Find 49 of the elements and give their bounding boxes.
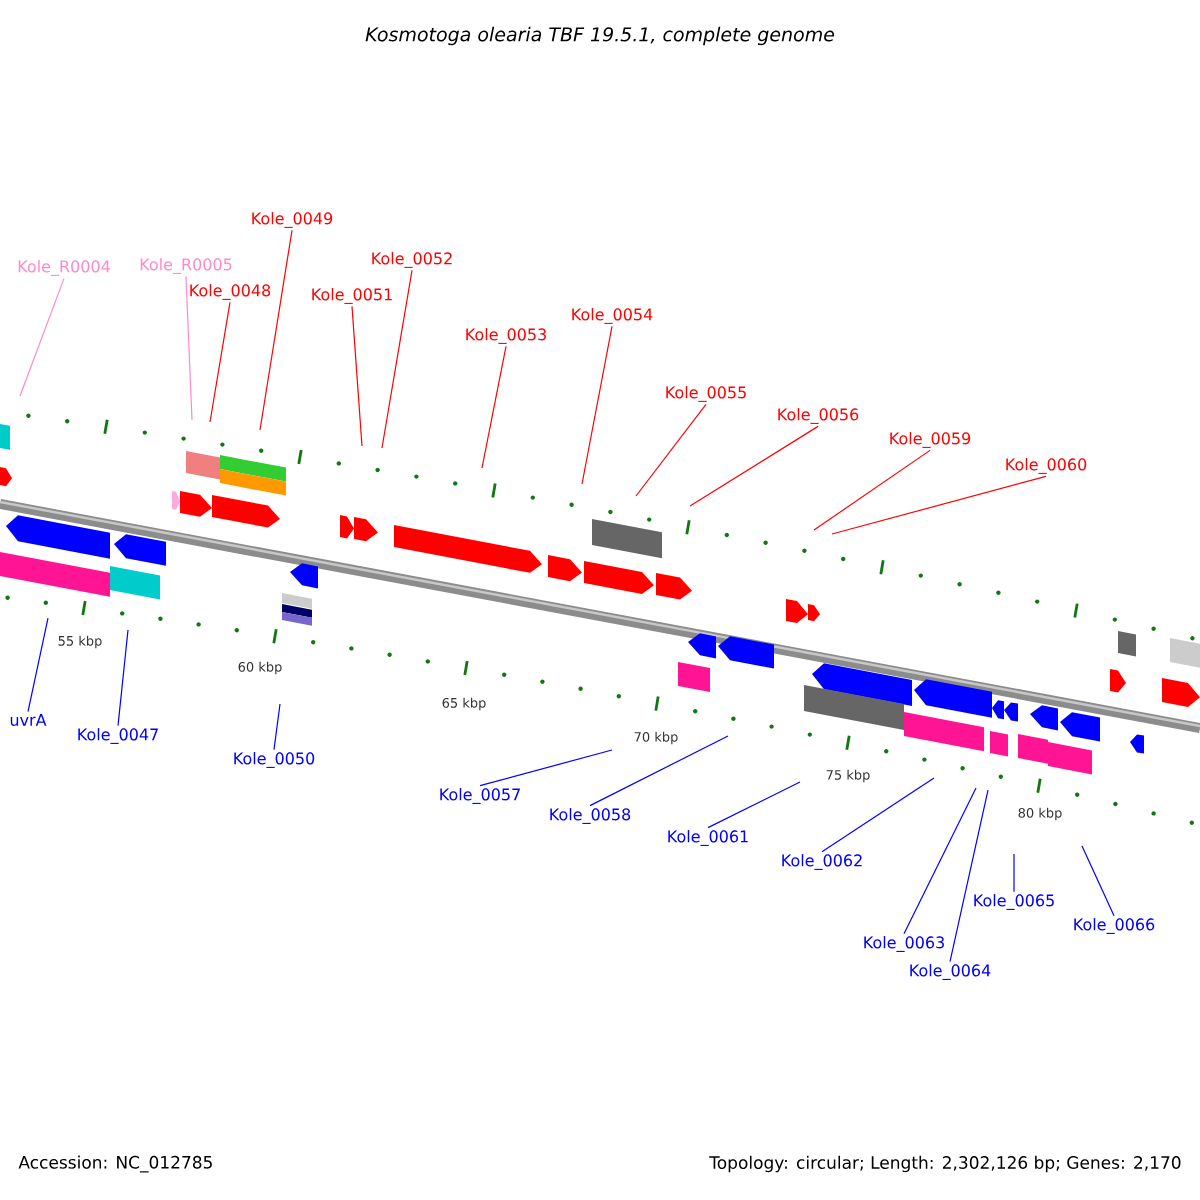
gene-label: uvrA (10, 714, 47, 726)
gene-label: Kole_0051 (312, 288, 392, 304)
leader-line (117, 629, 129, 727)
leader-line (481, 345, 507, 469)
leader-line (19, 277, 65, 397)
gene-label: Kole_0066 (1074, 918, 1155, 934)
leader-line (27, 617, 49, 713)
genome-info-text: Topology: circular; Length: 2,302,126 bp; Genes: 2,170 (709, 1155, 1181, 1173)
gene-label: Kole_0064 (910, 964, 991, 980)
gene-label: Kole_0053 (466, 328, 546, 344)
gene-label: Kole_0063 (864, 936, 944, 952)
accession-text: Accession: NC_012785 (18, 1155, 212, 1173)
leader-line (903, 787, 977, 935)
leader-line (589, 735, 729, 807)
leader-line (949, 789, 989, 963)
gene-label: Kole_0054 (572, 308, 653, 324)
gene-label: Kole_0060 (1006, 458, 1087, 474)
leader-line (209, 301, 231, 423)
leader-line (689, 425, 819, 507)
gene-label: Kole_0047 (78, 728, 158, 744)
leader-line (479, 749, 613, 787)
leader-line (821, 777, 935, 853)
gene-label: Kole_0050 (234, 752, 315, 768)
gene-label: Kole_0062 (782, 854, 862, 870)
leader-line (1013, 853, 1015, 893)
gene-label: Kole_0058 (550, 808, 631, 824)
gene-label: Kole_R0005 (140, 258, 232, 274)
leader-line (273, 703, 281, 751)
leader-line (185, 275, 193, 421)
leader-line (707, 781, 801, 829)
gene-label: Kole_0059 (890, 432, 971, 448)
leader-line (259, 229, 293, 431)
leader-line (581, 325, 613, 485)
gene-label: Kole_0065 (974, 894, 1054, 910)
gene-label: Kole_0052 (372, 252, 452, 268)
leader-line (1081, 845, 1115, 917)
gene-label: Kole_0055 (666, 386, 746, 402)
gene-label: Kole_0049 (252, 212, 333, 228)
leader-line (381, 269, 413, 449)
gene-label: Kole_0056 (778, 408, 859, 424)
leader-line (831, 475, 1047, 535)
gene-label: Kole_0057 (440, 788, 520, 804)
leader-line (635, 403, 707, 497)
leader-line (351, 305, 363, 447)
title: Kosmotoga olearia TBF 19.5.1, complete genome (365, 26, 835, 46)
leader-line (813, 449, 931, 531)
gene-label: Kole_0048 (190, 284, 271, 300)
gene-label: Kole_R0004 (18, 260, 110, 276)
gene-label: Kole_0061 (668, 830, 748, 846)
